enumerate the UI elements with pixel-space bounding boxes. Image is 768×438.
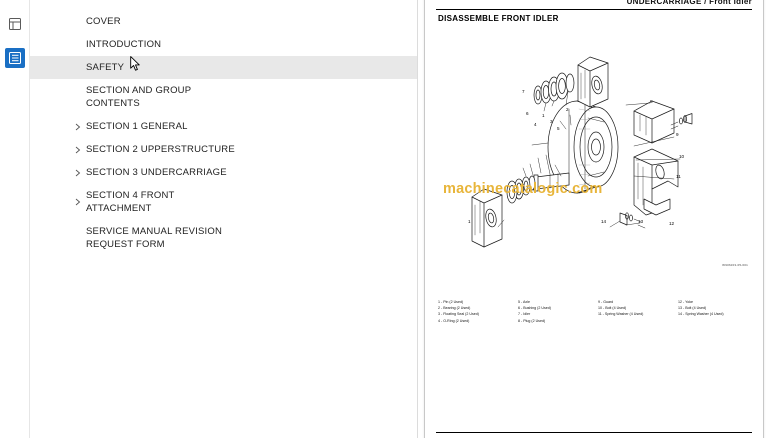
- legend-column-1: 1 - Pin (2 Used) 2 - Bearing (2 Used) 3 …: [438, 299, 514, 324]
- parts-legend: 1 - Pin (2 Used) 2 - Bearing (2 Used) 3 …: [438, 299, 754, 324]
- watermark: machinecatalogic.com: [443, 181, 603, 197]
- legend-item: 13 - Bolt (4 Used): [678, 306, 707, 311]
- sidebar-item-cover[interactable]: COVER: [30, 10, 417, 33]
- callout-13: 13: [638, 219, 644, 224]
- bookmarks-icon[interactable]: [4, 48, 25, 68]
- page-running-header: UNDERCARRIAGE / Front Idler: [626, 0, 752, 6]
- footer-rule: [436, 432, 752, 433]
- chevron-right-icon[interactable]: [74, 198, 82, 206]
- legend-item: 1 - Pin (2 Used): [438, 300, 464, 304]
- chevron-right-icon[interactable]: [74, 146, 82, 154]
- callout-1-left: 1: [468, 219, 471, 224]
- sidebar-item-label: INTRODUCTION: [86, 39, 162, 50]
- callout-5: 5: [557, 126, 560, 131]
- sidebar-item-label: SERVICE MANUAL REVISION REQUEST FORM: [86, 226, 223, 250]
- sidebar-item-section-4-front-attachment[interactable]: SECTION 4 FRONT ATTACHMENT: [30, 184, 417, 220]
- sidebar-item-safety[interactable]: SAFETY: [30, 56, 417, 79]
- callout-2: 2: [566, 107, 569, 112]
- callout-14: 14: [601, 219, 607, 224]
- legend-item: 8 - Plug (2 Used): [518, 318, 546, 323]
- header-rule: [436, 9, 752, 10]
- figure-drawing: [471, 56, 693, 248]
- callout-8: 8: [650, 99, 653, 104]
- callout-10: 10: [679, 154, 685, 159]
- sidebar-item-label: SECTION 1 GENERAL: [86, 121, 188, 132]
- sidebar-item-label: SECTION AND GROUP CONTENTS: [86, 85, 192, 109]
- sidebar-item-service-manual-revision-request-form[interactable]: SERVICE MANUAL REVISION REQUEST FORM: [30, 220, 417, 256]
- callout-9: 9: [676, 132, 679, 137]
- legend-column-2: 5 - Axle 6 - Bushing (2 Used) 7 - Idler …: [518, 299, 594, 324]
- thumbnails-icon[interactable]: [5, 14, 25, 34]
- callout-7: 7: [522, 89, 525, 94]
- callout-3: 3: [550, 119, 553, 124]
- chevron-right-icon[interactable]: [74, 123, 82, 131]
- callout-1: 1: [542, 113, 545, 118]
- sidebar-item-label: SECTION 4 FRONT ATTACHMENT: [86, 190, 175, 214]
- legend-item: 3 - Floating Seal (2 Used): [438, 312, 479, 317]
- legend-item: 2 - Bearing (2 Used): [438, 306, 471, 311]
- legend-item: 4 - O-Ring (2 Used): [438, 318, 470, 323]
- legend-column-4: 12 - Yoke 13 - Bolt (4 Used) 14 - Spring…: [678, 299, 754, 324]
- sidebar-item-label: SAFETY: [86, 62, 125, 73]
- pdf-page: UNDERCARRIAGE / Front Idler DISASSEMBLE …: [424, 0, 764, 438]
- legend-item: 9 - Guard: [598, 300, 614, 304]
- legend-item: 14 - Spring Washer (4 Used): [678, 312, 724, 317]
- bookmarks-panel: COVER INTRODUCTION SAFETY SECTION AND GR…: [30, 0, 418, 438]
- sidebar-item-label: COVER: [86, 16, 121, 27]
- legend-item: 5 - Axle: [518, 300, 530, 304]
- legend-item: 7 - Idler: [518, 312, 531, 317]
- legend-item: 11 - Spring Washer (4 Used): [598, 312, 644, 317]
- sidebar-icon-rail: [0, 0, 30, 438]
- callout-11: 11: [676, 174, 681, 179]
- chevron-right-icon[interactable]: [74, 169, 82, 177]
- figure-code: W906J03-05-001: [722, 263, 748, 267]
- sidebar-item-label: SECTION 2 UPPERSTRUCTURE: [86, 144, 235, 155]
- sidebar-item-section-and-group-contents[interactable]: SECTION AND GROUP CONTENTS: [30, 79, 417, 115]
- legend-item: 10 - Bolt (4 Used): [598, 306, 627, 311]
- legend-column-3: 9 - Guard 10 - Bolt (4 Used) 11 - Spring…: [598, 299, 674, 324]
- sidebar-item-label: SECTION 3 UNDERCARRIAGE: [86, 167, 227, 178]
- exploded-view-figure: 1 2 3 4 5 6 7 8 9 10 11 12 13 14 1 W906J…: [438, 29, 754, 269]
- sidebar-item-introduction[interactable]: INTRODUCTION: [30, 33, 417, 56]
- document-viewer[interactable]: UNDERCARRIAGE / Front Idler DISASSEMBLE …: [418, 0, 768, 438]
- callout-4: 4: [534, 122, 537, 127]
- sidebar-item-section-1-general[interactable]: SECTION 1 GENERAL: [30, 115, 417, 138]
- legend-item: 6 - Bushing (2 Used): [518, 306, 551, 311]
- callout-6: 6: [526, 111, 529, 116]
- sidebar-item-section-3-undercarriage[interactable]: SECTION 3 UNDERCARRIAGE: [30, 161, 417, 184]
- callout-12: 12: [669, 221, 675, 226]
- legend-item: 12 - Yoke: [678, 300, 693, 304]
- page-title: DISASSEMBLE FRONT IDLER: [438, 14, 559, 23]
- sidebar-item-section-2-upperstructure[interactable]: SECTION 2 UPPERSTRUCTURE: [30, 138, 417, 161]
